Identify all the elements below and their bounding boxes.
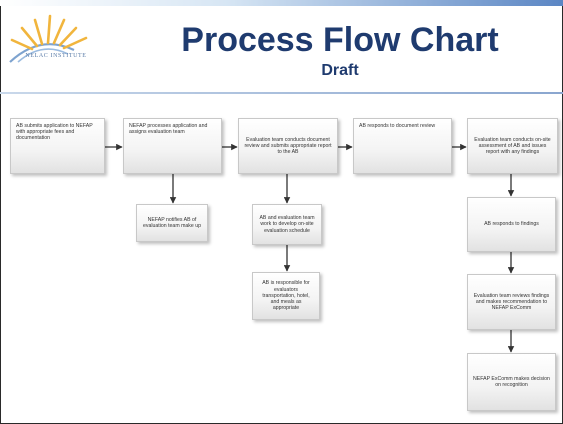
flow-box-ab-responds-doc: AB responds to document review	[353, 118, 452, 174]
logo-text: NELAC INSTITUTE	[25, 53, 87, 59]
flow-box-doc-review: Evaluation team conducts document review…	[238, 118, 338, 174]
header-band	[0, 0, 563, 6]
title-divider	[0, 92, 563, 94]
flow-box-ab-responds-findings: AB responds to findings	[467, 197, 556, 252]
slide-title: Process Flow Chart	[181, 21, 499, 59]
flow-box-notifies-team: NEFAP notifies AB of evaluation team mak…	[136, 204, 208, 242]
flow-box-ab-submits: AB submits application to NEFAP with app…	[10, 118, 105, 174]
flow-box-nefap-processes: NEFAP processes application and assigns …	[123, 118, 222, 174]
flow-box-decision: NEFAP ExComm makes decision on recogniti…	[467, 353, 556, 411]
sunrise-logo-icon	[9, 14, 88, 63]
flow-box-onsite-assessment: Evaluation team conducts on-site assessm…	[467, 118, 558, 174]
flow-box-schedule: AB and evaluation team work to develop o…	[252, 204, 322, 245]
flow-box-recommendation: Evaluation team reviews findings and mak…	[467, 274, 556, 330]
slide-subtitle: Draft	[321, 62, 359, 79]
flow-box-ab-expenses: AB is responsible for evaluators transpo…	[252, 272, 320, 320]
